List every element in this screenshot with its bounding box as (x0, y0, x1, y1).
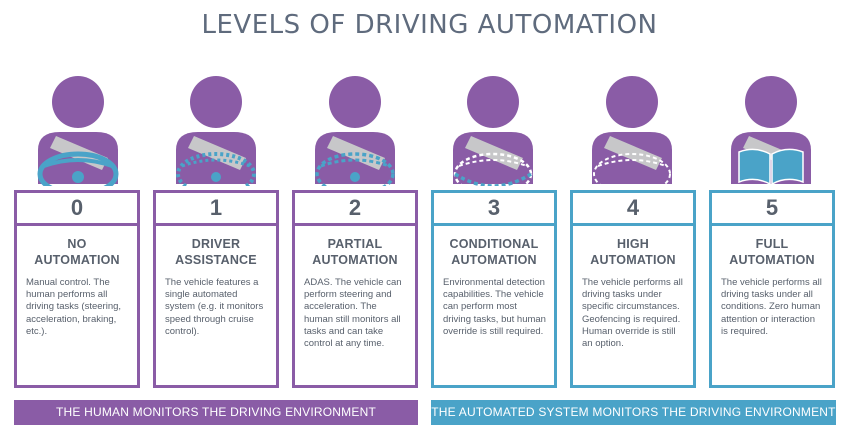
level-number: 5 (712, 193, 832, 226)
driver-high-wheel-icon (588, 74, 676, 195)
driver-reading-book-icon (727, 74, 815, 186)
level-number: 1 (156, 193, 276, 226)
level-number: 4 (573, 193, 693, 226)
level-description: The vehicle performs all driving tasks u… (721, 277, 822, 337)
level-description: ADAS. The vehicle can perform steering a… (304, 277, 402, 350)
page-title: LEVELS OF DRIVING AUTOMATION (201, 10, 658, 40)
driver-partial-wheel-icon (311, 74, 399, 196)
driver-steering-wheel-icon (34, 74, 122, 197)
level-description: Manual control. The human performs all d… (26, 277, 122, 337)
level-number: 3 (434, 193, 554, 226)
level-description: Environmental detection capabilities. Th… (443, 277, 546, 337)
automated-system-monitors-band: THE AUTOMATED SYSTEM MONITORS THE DRIVIN… (431, 400, 836, 425)
level-description: The vehicle features a single automated … (165, 277, 264, 337)
level-number: 2 (295, 193, 415, 226)
human-monitors-band: THE HUMAN MONITORS THE DRIVING ENVIRONME… (14, 400, 418, 425)
level-number: 0 (17, 193, 137, 226)
level-description: The vehicle performs all driving tasks u… (582, 277, 683, 350)
driver-assisted-wheel-icon (172, 74, 260, 196)
driver-conditional-wheel-icon (449, 74, 537, 196)
